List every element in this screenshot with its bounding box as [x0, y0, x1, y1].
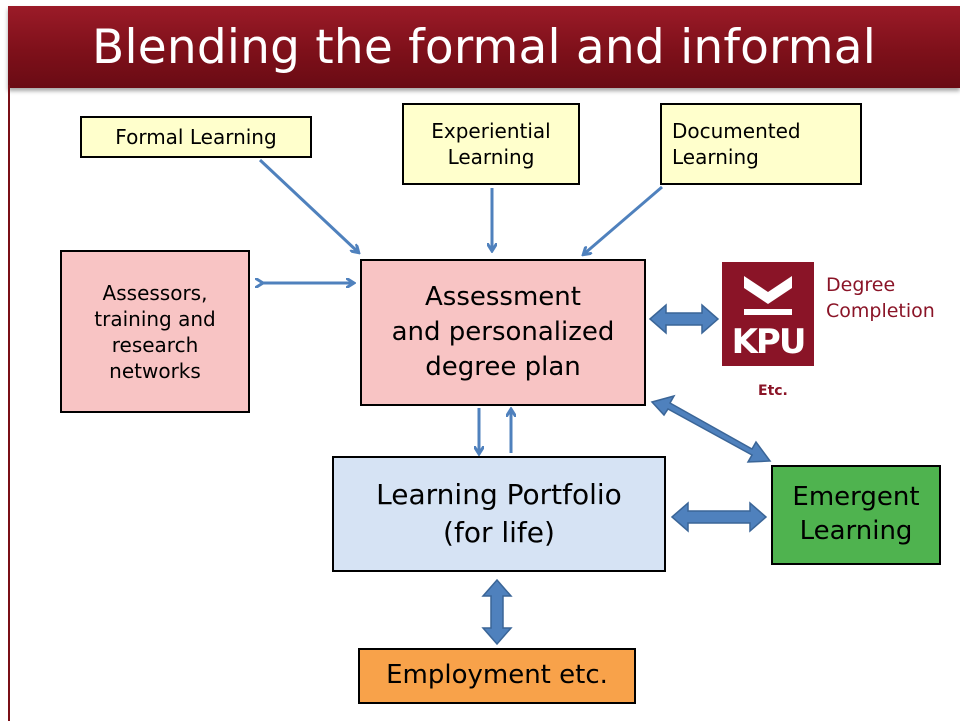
box-assessors-networks: Assessors, training and research network…	[60, 250, 250, 413]
box-learning-portfolio: Learning Portfolio (for life)	[332, 456, 666, 572]
block-arrow-portfolio-emergent	[670, 501, 768, 533]
slide-left-border	[8, 85, 10, 721]
box-assessment-degree-plan: Assessment and personalized degree plan	[360, 259, 646, 406]
box-employment: Employment etc.	[358, 648, 636, 704]
kpu-chevron-icon	[744, 276, 792, 315]
block-arrow-assessment-kpu	[648, 303, 720, 335]
box-emergent-learning: Emergent Learning	[771, 465, 941, 565]
kpu-logo: KPU	[722, 262, 814, 366]
kpu-logo-text: KPU	[731, 322, 807, 362]
arrow-formal-to-assessment	[258, 158, 358, 252]
title-bar: Blending the formal and informal	[8, 6, 960, 88]
box-experiential-learning: Experiential Learning	[402, 103, 580, 185]
slide-title: Blending the formal and informal	[92, 19, 876, 75]
degree-completion-label: Degree Completion	[826, 274, 935, 322]
box-documented-learning: Documented Learning	[660, 103, 862, 185]
box-formal-learning: Formal Learning	[80, 116, 312, 158]
block-arrow-assessment-emergent	[650, 394, 772, 463]
etc-label: Etc.	[758, 383, 788, 399]
arrow-documented-to-assessment	[584, 185, 663, 254]
block-arrow-portfolio-employment	[481, 578, 513, 646]
